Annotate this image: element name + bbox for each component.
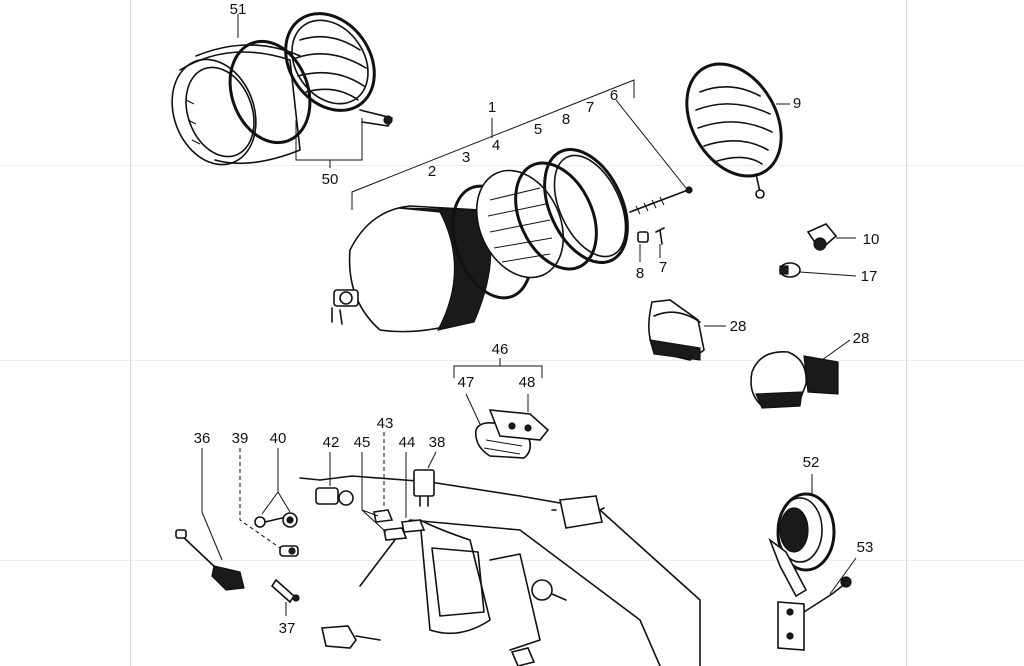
- part-number-50: 50: [322, 171, 339, 188]
- part-number-5: 5: [534, 121, 542, 138]
- part-number-7: 7: [659, 259, 667, 276]
- bracket-46: [453, 365, 543, 378]
- ignition-key: [254, 516, 283, 528]
- headlamp-grille: [685, 62, 783, 199]
- leader-53: [829, 557, 857, 595]
- part-number-51: 51: [230, 1, 247, 18]
- headlamp-body: [331, 205, 492, 333]
- sheet-guide-line: [0, 165, 1024, 166]
- headlamp-rim-assembly: [171, 39, 312, 166]
- horn-bracket: [777, 576, 852, 651]
- part-number-37: 37: [279, 620, 296, 637]
- part-number-43: 43: [377, 415, 394, 432]
- leader-36: [201, 448, 223, 561]
- small-bulb: [779, 262, 801, 278]
- part-number-17: 17: [861, 268, 878, 285]
- part-number-46: 46: [492, 341, 509, 358]
- small-switch: [373, 509, 408, 541]
- part-number-52: 52: [803, 454, 820, 471]
- leader-47: [465, 393, 481, 425]
- bracket-50: [295, 118, 363, 161]
- side-lamp-housing-right: [750, 351, 839, 409]
- terminal-switch: [401, 519, 426, 533]
- bulb-socket: [321, 625, 381, 649]
- leader-28b: [821, 339, 851, 361]
- adjusting-screw: [629, 186, 693, 215]
- sheet-guide-line: [0, 560, 1024, 561]
- part-number-3: 3: [462, 149, 470, 166]
- leader-40: [261, 448, 291, 515]
- part-number-9: 9: [793, 95, 801, 112]
- outer-rim: [543, 148, 629, 264]
- part-number-7: 7: [586, 99, 594, 116]
- part-number-4: 4: [492, 137, 500, 154]
- part-number-47: 47: [458, 374, 475, 391]
- leader-17: [799, 271, 857, 277]
- part-number-28: 28: [853, 330, 870, 347]
- choke-knob: [315, 487, 354, 506]
- horn: [768, 492, 836, 598]
- part-number-10: 10: [863, 231, 880, 248]
- sheet-guide-line: [0, 360, 1024, 361]
- part-number-38: 38: [429, 434, 446, 451]
- ignition-switch: [282, 512, 298, 528]
- bulb-holder: [806, 223, 838, 252]
- headlamp-grille-ring: [284, 12, 393, 127]
- warning-lamp-assembly: [474, 409, 550, 459]
- part-number-45: 45: [354, 434, 371, 451]
- flasher-relay: [413, 469, 435, 507]
- part-number-28: 28: [730, 318, 747, 335]
- part-number-8: 8: [636, 265, 644, 282]
- leader-45: [361, 452, 387, 533]
- dashboard-panel: [299, 475, 701, 666]
- part-number-48: 48: [519, 374, 536, 391]
- part-number-44: 44: [399, 434, 416, 451]
- panel-lamp: [510, 647, 536, 666]
- part-number-2: 2: [428, 163, 436, 180]
- relay-box: [551, 495, 605, 529]
- leader-38: [427, 451, 437, 469]
- part-number-36: 36: [194, 430, 211, 447]
- side-lamp-housing-left: [648, 299, 705, 361]
- small-screw: [655, 227, 665, 245]
- plug-connector: [270, 578, 300, 604]
- part-number-40: 40: [270, 430, 287, 447]
- retaining-ring: [514, 161, 598, 271]
- part-number-53: 53: [857, 539, 874, 556]
- part-number-6: 6: [610, 87, 618, 104]
- bracket-1: [351, 79, 635, 210]
- pull-switch: [279, 545, 299, 557]
- part-number-1: 1: [488, 99, 496, 116]
- indicator-switch: [175, 529, 245, 591]
- part-number-8: 8: [562, 111, 570, 128]
- small-nut: [637, 231, 649, 243]
- part-number-42: 42: [323, 434, 340, 451]
- part-number-39: 39: [232, 430, 249, 447]
- leader-39: [239, 448, 281, 549]
- dash-light: [531, 579, 567, 601]
- leader-6: [615, 99, 687, 189]
